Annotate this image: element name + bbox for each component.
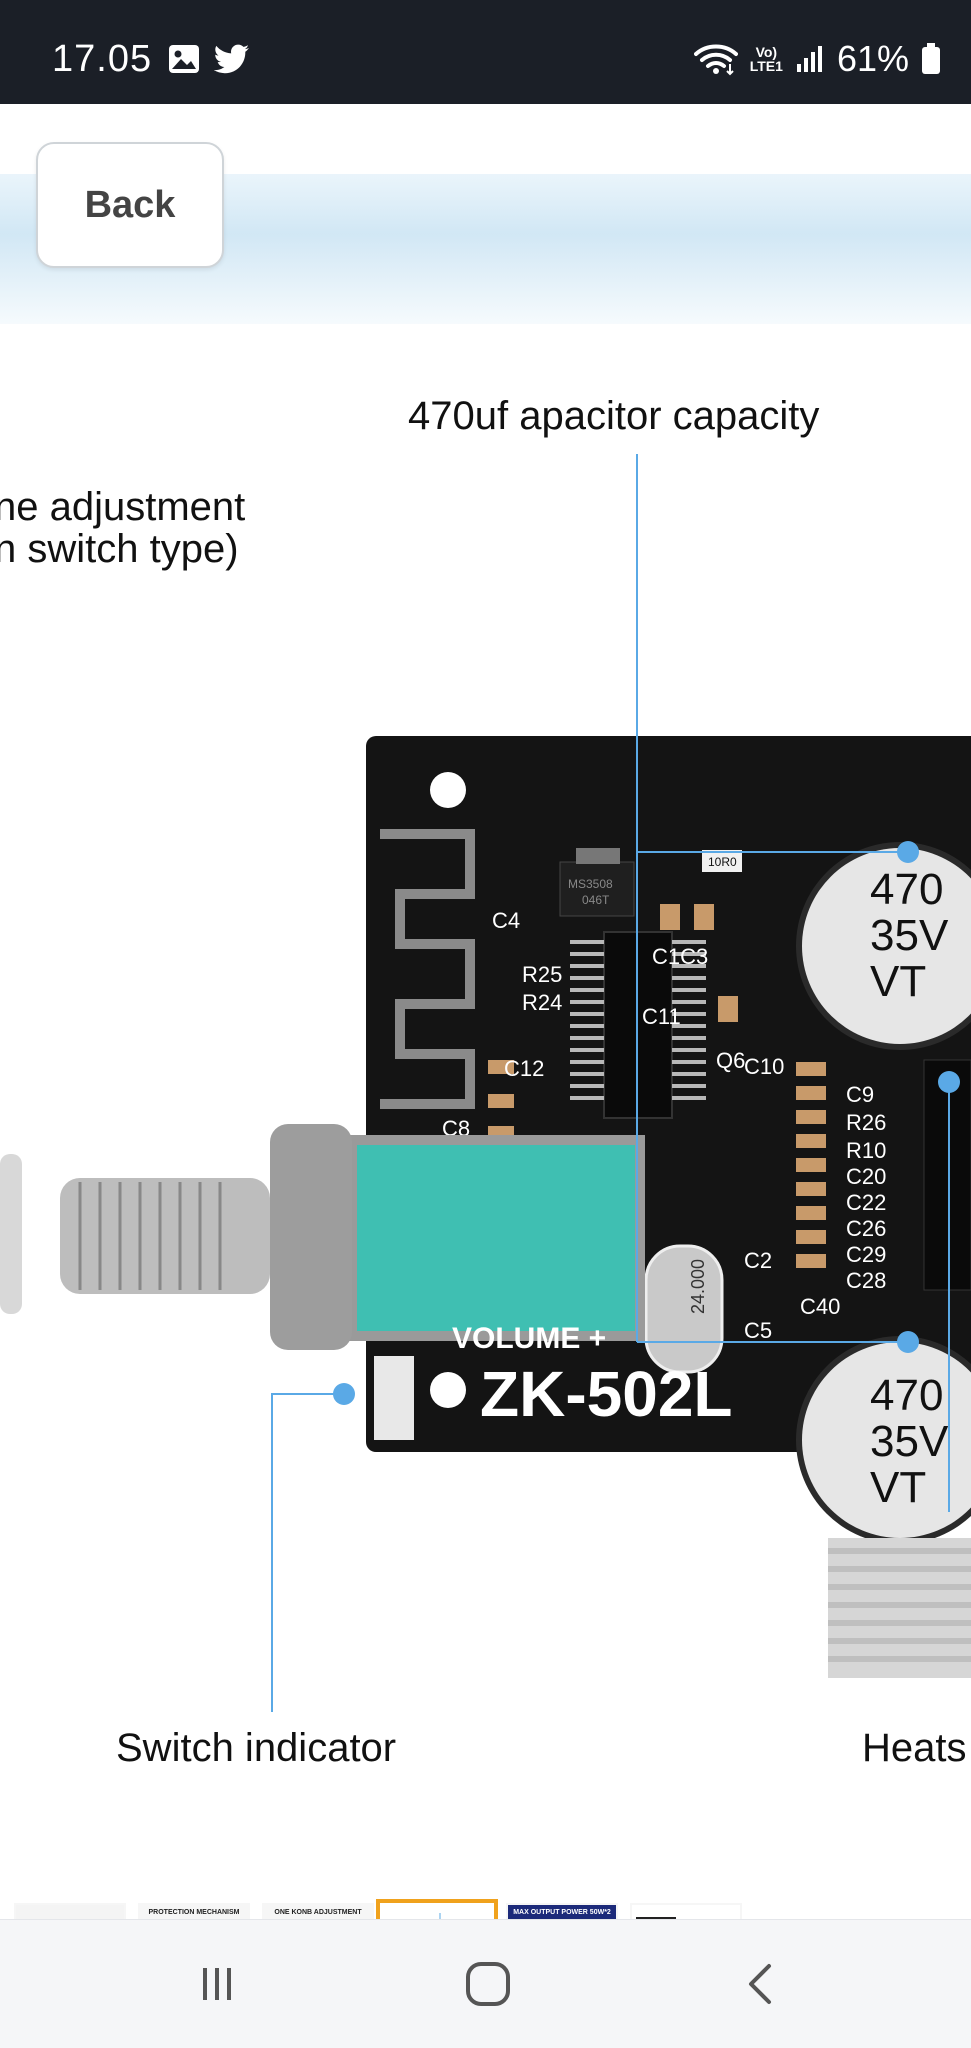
- signal-icon: [796, 46, 822, 72]
- pot-shaft-thread: [270, 1124, 352, 1350]
- antenna-trace: [380, 829, 475, 1109]
- regulator-chip: [559, 861, 635, 917]
- thumbnail-image: [508, 1905, 616, 1919]
- thumbnail-1[interactable]: [14, 1903, 126, 1919]
- thumbnail-caption: ONE KONB ADJUSTMENT: [274, 1909, 362, 1916]
- svg-text:35V: 35V: [870, 1417, 949, 1466]
- status-time: 17.05: [52, 38, 153, 80]
- label-c5: C5: [744, 1318, 772, 1343]
- label-r24: R24: [522, 990, 562, 1015]
- smd-components: [488, 904, 826, 1268]
- crystal-label: 24.000: [688, 1259, 708, 1314]
- label-c29: C29: [846, 1242, 886, 1267]
- svg-text:470: 470: [870, 1371, 943, 1420]
- thumbnail-4-active[interactable]: [376, 1899, 498, 1919]
- home-button[interactable]: [443, 1954, 533, 2014]
- thumbnail-image: [380, 1903, 494, 1919]
- image-viewer[interactable]: MS3508 046T 10R0 C4 R25 R24 C12 C8 C7 L1…: [0, 104, 971, 1919]
- volume-callout-line1: ne adjustment: [0, 485, 246, 529]
- system-icons: Vo) LTE1 61%: [693, 38, 941, 80]
- back-icon: [749, 1964, 771, 2004]
- gallery-icon: [169, 45, 199, 73]
- label-c4: C4: [492, 908, 520, 933]
- led-indicator: [374, 1356, 414, 1440]
- thumbnail-image: [16, 1905, 124, 1919]
- label-c12: C12: [504, 1056, 544, 1081]
- navigation-bar: [0, 1919, 971, 2048]
- label-q6: Q6: [716, 1048, 745, 1073]
- label-r10: R10: [846, 1138, 886, 1163]
- thumbnail-6[interactable]: [630, 1903, 742, 1919]
- model-label: ZK-502L: [480, 1358, 733, 1430]
- recents-icon: [203, 1968, 231, 2000]
- capacitor-callout: 470uf apacitor capacity: [408, 394, 820, 438]
- wifi-icon: [693, 44, 738, 76]
- volte-label: Vo): [755, 44, 778, 60]
- label-r26: R26: [846, 1110, 886, 1135]
- notification-icons: [168, 44, 250, 74]
- label-c22: C22: [846, 1190, 886, 1215]
- thumbnail-strip: PROTECTION MECHANISM ONE KONB ADJUSTMENT: [0, 1893, 971, 1919]
- resistor-label: 10R0: [708, 855, 737, 869]
- label-c1c3: C1C3: [652, 944, 708, 969]
- regulator-label-2: 046T: [582, 893, 610, 907]
- label-c20: C20: [846, 1164, 886, 1189]
- thumbnail-image: [632, 1905, 740, 1919]
- switch-callout-line: [271, 1393, 344, 1712]
- back-button[interactable]: Back: [36, 142, 224, 268]
- resistor: [702, 850, 742, 872]
- right-chip: [923, 1059, 971, 1291]
- heatsink-callout: Heats: [862, 1726, 967, 1770]
- knob-edge: [0, 1154, 22, 1314]
- svg-text:VT: VT: [870, 1463, 926, 1512]
- lte-label: LTE1: [749, 58, 783, 74]
- nav-back-button[interactable]: [716, 1954, 806, 2014]
- home-icon: [466, 1962, 510, 2006]
- label-c26: C26: [846, 1216, 886, 1241]
- svg-text:35V: 35V: [870, 911, 949, 960]
- volume-label: VOLUME +: [452, 1322, 606, 1355]
- volte-indicator: Vo) LTE1: [750, 45, 783, 73]
- capacitor-top: 470 35V VT: [796, 842, 971, 1050]
- label-c40: C40: [800, 1294, 840, 1319]
- twitter-icon: [214, 44, 249, 74]
- chip-pins: [570, 940, 706, 1100]
- label-c10: C10: [744, 1054, 784, 1079]
- capacitor-bottom: 470 35V VT: [796, 1336, 971, 1544]
- battery-percent: 61%: [836, 38, 909, 79]
- volume-callout-line2: n switch type): [0, 527, 239, 571]
- volume-callout: ne adjustment n switch type): [0, 486, 245, 570]
- thumbnail-2[interactable]: PROTECTION MECHANISM: [138, 1903, 250, 1919]
- thumbnail-caption: PROTECTION MECHANISM: [148, 1909, 240, 1916]
- label-r25: R25: [522, 962, 562, 987]
- label-c2: C2: [744, 1248, 772, 1273]
- heatsink: [828, 1538, 971, 1678]
- regulator-label: MS3508: [568, 877, 613, 891]
- label-c9: C9: [846, 1082, 874, 1107]
- svg-text:VT: VT: [870, 957, 926, 1006]
- recents-button[interactable]: [172, 1954, 262, 2014]
- thumbnail-caption: MAX OUTPUT POWER 50W*2: [513, 1909, 611, 1916]
- pot-shaft: [60, 1178, 270, 1294]
- status-bar: 17.05 Vo) LTE1 61%: [0, 0, 971, 104]
- crystal-oscillator: [644, 1244, 724, 1374]
- potentiometer-body: [347, 1135, 645, 1341]
- product-image: MS3508 046T 10R0 C4 R25 R24 C12 C8 C7 L1…: [0, 454, 971, 1712]
- mounting-hole: [430, 1372, 466, 1408]
- switch-indicator-callout: Switch indicator: [116, 1726, 397, 1770]
- thumbnail-5[interactable]: MAX OUTPUT POWER 50W*2: [506, 1903, 618, 1919]
- mounting-hole: [430, 772, 466, 808]
- label-c28: C28: [846, 1268, 886, 1293]
- label-c11: C11: [642, 1004, 681, 1029]
- thumbnail-3[interactable]: ONE KONB ADJUSTMENT: [262, 1903, 374, 1919]
- battery-icon: [922, 43, 940, 74]
- svg-text:470: 470: [870, 865, 943, 914]
